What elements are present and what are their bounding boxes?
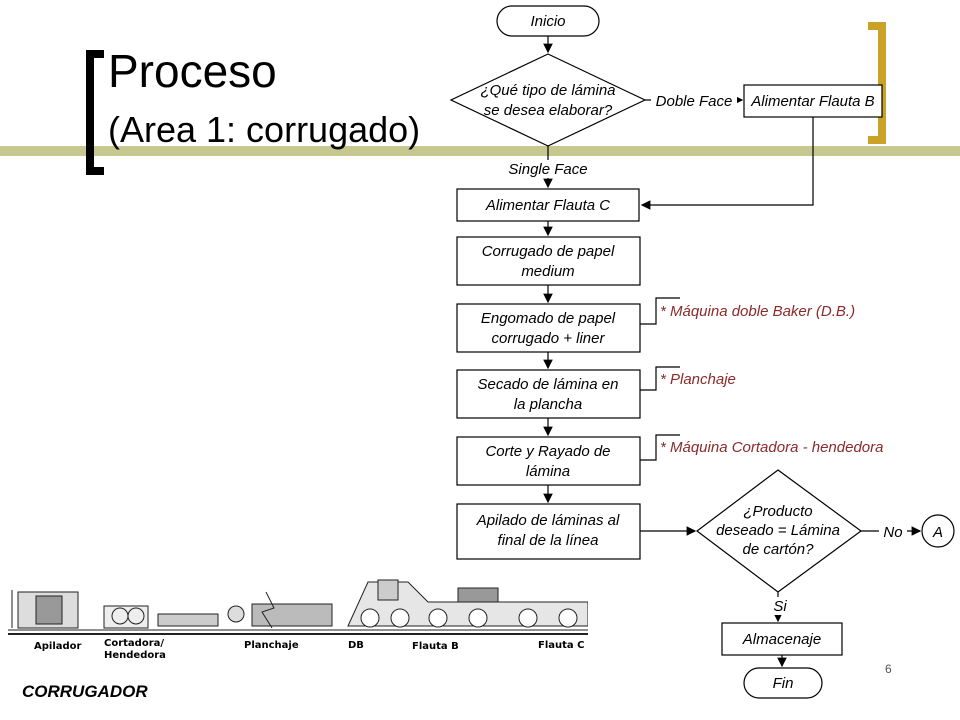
apilado-line1: Apilado de láminas al [476, 512, 620, 529]
feed-c-label: Alimentar Flauta C [485, 197, 610, 214]
end-label: Fin [773, 675, 794, 692]
corrugator-machine-drawing: Apilador Cortadora/ Hendedora Planchaje … [8, 579, 588, 661]
decision2-line2: deseado = Lámina [716, 522, 840, 539]
yes-label: Si [773, 598, 787, 615]
corte-line1: Corte y Rayado de [485, 443, 610, 460]
engomado-line1: Engomado de papel [481, 310, 616, 327]
decision2-line1: ¿Producto [743, 503, 812, 520]
corte-line2: lámina [526, 463, 570, 480]
slide-subtitle: (Area 1: corrugado) [108, 109, 421, 150]
corte-box [456, 436, 641, 486]
note-planchaje: * Planchaje [660, 371, 736, 388]
secado-line2: la plancha [514, 396, 582, 413]
machine-label-db: DB [348, 640, 364, 651]
note-doble-baker: * Máquina doble Baker (D.B.) [660, 303, 855, 320]
apilado-box [456, 503, 641, 560]
title-band [0, 146, 960, 156]
connector-a-label: A [932, 524, 943, 541]
secado-line1: Secado de lámina en [478, 376, 619, 393]
branch-double-label: Doble Face [656, 93, 733, 110]
slide-title: Proceso [108, 45, 277, 97]
secado-box [456, 369, 641, 419]
corrugado-line1: Corrugado de papel [482, 243, 615, 260]
right-bracket [868, 22, 886, 144]
apilado-line2: final de la línea [498, 532, 599, 549]
machine-label-cortadora-2: Hendedora [104, 650, 166, 661]
corrugador-caption: CORRUGADOR [22, 682, 148, 701]
note-cortadora: * Máquina Cortadora - hendedora [660, 439, 883, 456]
no-label: No [883, 524, 902, 541]
decision2-line3: de cartón? [743, 541, 815, 558]
machine-label-apilador: Apilador [34, 641, 82, 652]
engomado-box [456, 303, 641, 353]
branch-single-label: Single Face [508, 161, 587, 178]
almacenaje-box [721, 622, 843, 656]
end-terminal [743, 667, 823, 699]
start-label: Inicio [530, 13, 565, 30]
page-number: 6 [885, 662, 892, 676]
decision1-line1: ¿Qué tipo de lámina [480, 82, 615, 99]
corrugado-box [456, 236, 641, 286]
decision1-line2: se desea elaborar? [484, 102, 613, 119]
feed-b-label: Alimentar Flauta B [750, 93, 874, 110]
machine-label-flauta-c: Flauta C [538, 640, 584, 651]
machine-label-planchaje: Planchaje [244, 640, 299, 651]
left-bracket [86, 50, 104, 175]
feed-flute-c-box [456, 188, 640, 222]
connector-a [921, 514, 955, 548]
machine-label-flauta-b: Flauta B [412, 641, 459, 652]
engomado-line2: corrugado + liner [492, 330, 606, 347]
corrugado-line2: medium [521, 263, 574, 280]
almacenaje-label: Almacenaje [742, 631, 821, 648]
decision-lamina-type [449, 53, 647, 147]
machine-label-cortadora-1: Cortadora/ [104, 638, 164, 649]
